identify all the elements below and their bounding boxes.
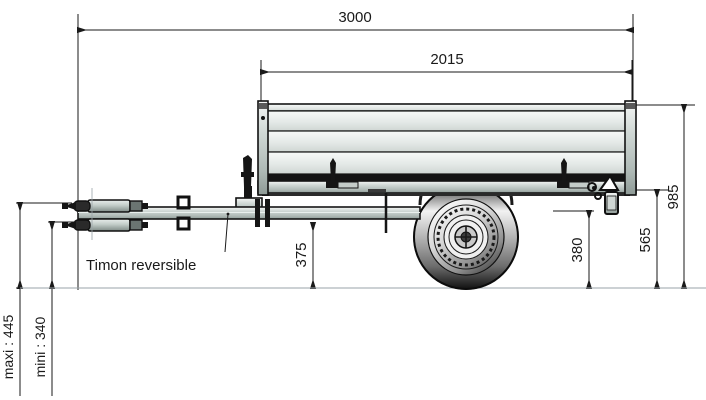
dimension-565-label: 565 bbox=[637, 227, 654, 252]
drawbar-clamp-1 bbox=[176, 195, 191, 231]
dimension-rear-height: 565 bbox=[613, 189, 668, 289]
dimension-body-length: 2015 bbox=[260, 51, 633, 110]
front-post bbox=[257, 100, 269, 196]
wheel-assembly bbox=[413, 184, 519, 290]
dimension-overall-height: 985 bbox=[633, 104, 695, 289]
coupling-head-upper bbox=[62, 199, 148, 213]
dimension-380-label: 380 bbox=[569, 237, 586, 262]
dimension-maxi-445-label: maxi : 445 bbox=[0, 314, 16, 379]
rear-post bbox=[624, 100, 637, 196]
side-latch-front bbox=[326, 158, 359, 189]
timon-reversible-label: Timon reversible bbox=[86, 257, 196, 274]
dimension-mini-340-label: mini : 340 bbox=[32, 316, 48, 377]
dimension-2015-label: 2015 bbox=[430, 51, 463, 68]
dimension-lamp-height: 380 bbox=[553, 210, 594, 289]
drawbar-leader-line bbox=[224, 212, 230, 253]
dimension-985-label: 985 bbox=[665, 184, 682, 209]
dimension-overall-length: 3000 bbox=[77, 9, 634, 290]
dimension-3000-label: 3000 bbox=[338, 9, 371, 26]
dimension-coupling-min: mini : 340 bbox=[32, 221, 88, 396]
rear-lamp-assembly bbox=[587, 174, 620, 215]
dimension-drawbar-height: 375 bbox=[293, 222, 317, 289]
drawbar-clamp-2 bbox=[255, 199, 270, 227]
drawbar bbox=[62, 188, 421, 240]
dimension-375-label: 375 bbox=[293, 242, 310, 267]
coupling-head-lower bbox=[62, 218, 148, 232]
trailer-body bbox=[257, 100, 637, 196]
